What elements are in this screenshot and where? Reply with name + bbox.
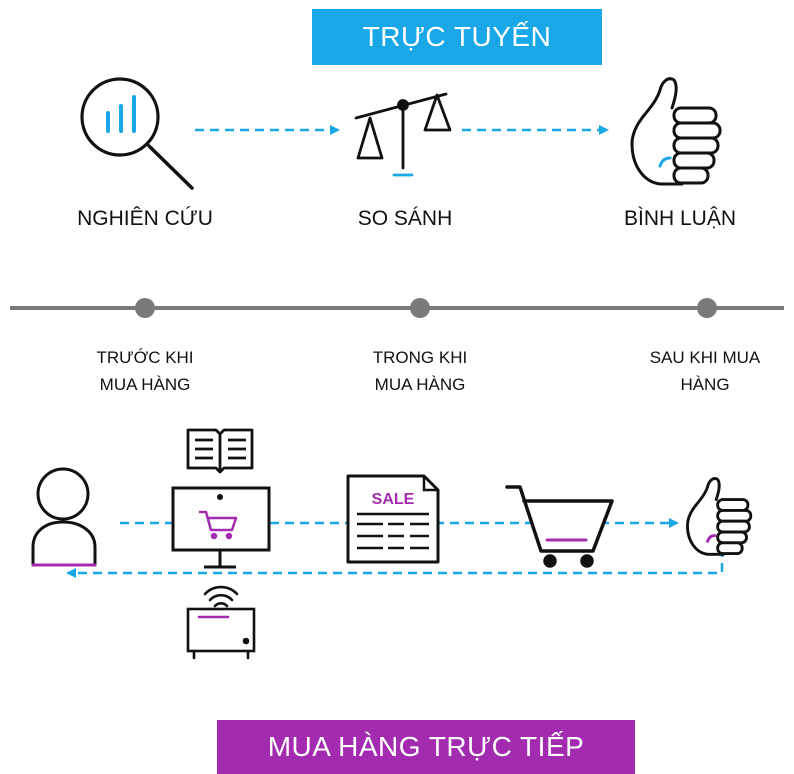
step-label-compare: SO SÁNH (357, 207, 453, 230)
phase-label-before: TRƯỚC KHI MUA HÀNG (50, 344, 240, 398)
magnifier-chart-icon (80, 77, 194, 190)
thumbs-up-icon (630, 77, 722, 186)
step-label-research: NGHIÊN CỨU (77, 207, 213, 230)
sale-text: SALE (372, 491, 415, 508)
phase-after-line1: SAU KHI MUA (649, 348, 761, 367)
thumbs-up-icon (686, 477, 753, 556)
step-label-review: BÌNH LUẬN (623, 207, 737, 230)
balance-scale-icon (354, 92, 452, 177)
timeline (10, 298, 784, 318)
open-book-icon (186, 428, 254, 474)
shopping-cart-icon (505, 485, 614, 568)
phase-before-line2: MUA HÀNG (99, 375, 191, 395)
phase-label-during: TRONG KHI MUA HÀNG (325, 344, 515, 398)
online-banner: TRỰC TUYẾN (312, 9, 602, 65)
phase-label-after: SAU KHI MUA HÀNG (610, 344, 794, 398)
offline-banner: MUA HÀNG TRỰC TIẾP (217, 720, 635, 774)
phase-during-line1: TRONG KHI (372, 348, 468, 367)
phase-during-line2: MUA HÀNG (374, 375, 466, 395)
phase-before-line1: TRƯỚC KHI (96, 348, 194, 367)
timeline-dot-during (410, 298, 430, 318)
person-icon (31, 467, 97, 567)
timeline-dot-after (697, 298, 717, 318)
flow-arrow-return (66, 548, 724, 578)
tv-wifi-icon (186, 585, 256, 660)
monitor-cart-icon (171, 486, 271, 569)
phase-after-line2: HÀNG (680, 375, 730, 395)
timeline-dot-before (135, 298, 155, 318)
sale-flyer-icon: SALE (346, 474, 440, 564)
